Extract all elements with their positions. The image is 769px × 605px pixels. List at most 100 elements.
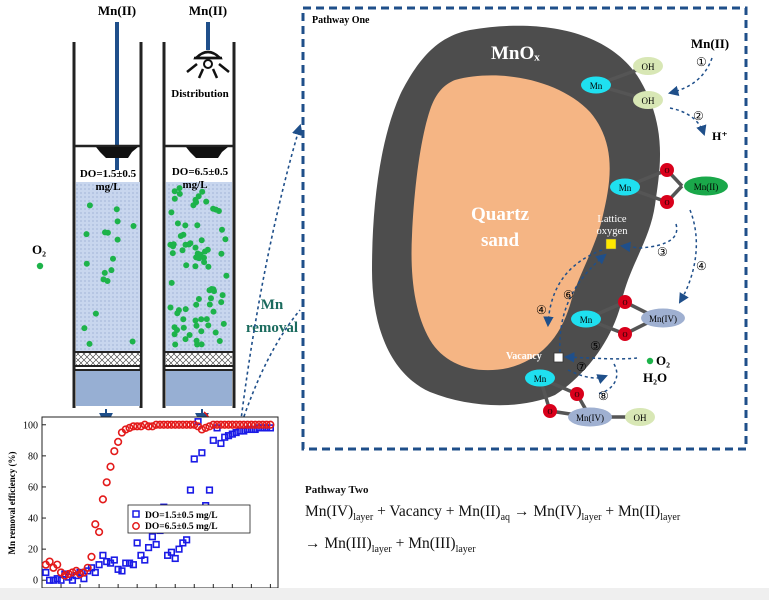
o2-bubble bbox=[108, 267, 115, 274]
o2-bubble bbox=[168, 209, 175, 216]
data-point bbox=[224, 432, 233, 440]
data-point bbox=[152, 420, 161, 429]
eq2-sub-2: layer bbox=[455, 544, 476, 556]
o2-bubble bbox=[92, 310, 99, 317]
o2-bubble bbox=[174, 310, 181, 317]
o2-bubble bbox=[195, 296, 202, 302]
o2-bubble bbox=[194, 222, 201, 229]
o2-bubble bbox=[174, 220, 181, 227]
y-tick-label: 0 bbox=[33, 576, 38, 587]
pathway-two-equation-line-1: Mn(IV)layer + Vacancy + Mn(II)aq → Mn(IV… bbox=[305, 499, 765, 531]
data-point bbox=[198, 449, 206, 457]
oh-group-1-label: OH bbox=[642, 62, 655, 72]
o2-bubble bbox=[194, 341, 201, 348]
o2-bubble bbox=[177, 233, 184, 239]
distribution-lamp-icon bbox=[186, 50, 230, 79]
data-point bbox=[68, 568, 77, 577]
step-8: ⑧ bbox=[598, 389, 609, 403]
o2-bubble bbox=[182, 222, 189, 229]
o2-pathway-label: O₂ bbox=[656, 353, 670, 368]
pathway-two-section: Pathway Two Mn(IV)layer + Vacancy + Mn(I… bbox=[305, 484, 765, 563]
eq2-term-1: → Mn(III) bbox=[305, 535, 372, 553]
o2-bubble bbox=[192, 317, 199, 324]
data-point bbox=[133, 539, 141, 547]
oh-group-2 bbox=[633, 91, 663, 109]
oh-group-3 bbox=[625, 408, 655, 426]
o2-bubble bbox=[205, 263, 212, 270]
o2-legend-label: O₂ bbox=[32, 242, 46, 257]
o2-bubble bbox=[220, 320, 227, 327]
o2-bubble bbox=[196, 255, 203, 262]
data-point bbox=[171, 554, 179, 563]
step-2: ② bbox=[693, 109, 704, 123]
data-point bbox=[57, 576, 65, 584]
o2-bubble bbox=[83, 231, 90, 238]
eq1-term-2: + Vacancy + Mn(II) bbox=[373, 503, 501, 520]
data-point bbox=[205, 422, 214, 431]
data-point bbox=[60, 571, 69, 580]
step-1: ① bbox=[696, 55, 707, 69]
data-point bbox=[140, 420, 149, 429]
quartz-label-2: sand bbox=[481, 230, 519, 251]
step-4: ④ bbox=[696, 259, 707, 273]
y-tick-label: 100 bbox=[23, 420, 38, 431]
lattice-oxygen-marker bbox=[605, 238, 617, 250]
data-point bbox=[129, 561, 137, 569]
o2-bubble bbox=[113, 206, 120, 213]
mn4-formed-2-label: Mn(IV) bbox=[576, 413, 604, 423]
data-point bbox=[183, 536, 191, 544]
data-point bbox=[205, 486, 214, 494]
o2-bubble bbox=[102, 229, 108, 236]
left-inlet-label: Mn(II) bbox=[98, 3, 136, 18]
data-point bbox=[87, 564, 96, 572]
data-point bbox=[232, 420, 241, 429]
mn-atom-lower bbox=[571, 310, 601, 328]
o2-bubble bbox=[192, 263, 199, 270]
chart-legend: DO=1.5±0.5 mg/L DO=6.5±0.5 mg/L bbox=[127, 504, 251, 534]
o2-dot-pathway bbox=[646, 357, 654, 365]
quartz-sand-core bbox=[411, 75, 610, 371]
data-point bbox=[221, 433, 229, 441]
right-nozzle bbox=[186, 147, 228, 158]
data-point bbox=[251, 425, 259, 434]
o2-bubble bbox=[86, 202, 93, 209]
data-point bbox=[87, 552, 96, 562]
o2-bubble bbox=[222, 236, 229, 243]
o2-bubble bbox=[180, 316, 187, 323]
o-atom-1-label: O bbox=[664, 167, 669, 175]
o2-bubble bbox=[193, 322, 200, 329]
pathway-mn2-label: Mn(II) bbox=[691, 36, 729, 51]
o2-legend-dot bbox=[36, 262, 44, 270]
left-do-label-1: DO=1.5±0.5 bbox=[80, 168, 137, 180]
o2-bubble bbox=[172, 341, 179, 348]
o-atom-2 bbox=[660, 195, 674, 209]
mn-atom-lower-label: Mn bbox=[580, 315, 593, 325]
data-point bbox=[133, 422, 142, 431]
o2-bubble bbox=[170, 243, 176, 250]
bottom-strip bbox=[0, 588, 769, 600]
y-tick-label: 60 bbox=[28, 482, 38, 493]
chart-legend-box bbox=[127, 504, 251, 534]
data-point bbox=[110, 447, 119, 456]
right-outlet-chamber bbox=[166, 371, 232, 406]
left-o2-bubbles bbox=[81, 202, 137, 347]
o2-bubble bbox=[190, 202, 197, 209]
data-point bbox=[94, 527, 104, 537]
o2-bubble bbox=[179, 247, 186, 254]
data-point bbox=[118, 567, 126, 575]
eq1-sub-2: aq bbox=[500, 512, 511, 524]
o2-bubble bbox=[169, 250, 176, 257]
eq2-term-2: + Mn(III) bbox=[391, 535, 456, 553]
o-atom-3-label: O bbox=[622, 299, 627, 307]
o-atom-6 bbox=[543, 404, 557, 418]
data-point bbox=[125, 559, 134, 567]
data-point bbox=[167, 420, 176, 429]
o-atom-3 bbox=[618, 295, 632, 309]
data-point bbox=[201, 423, 210, 432]
data-point bbox=[137, 551, 145, 559]
mn-atom-top bbox=[581, 76, 611, 94]
pathway-two-title: Pathway Two bbox=[305, 484, 369, 496]
eq1-term-3: → Mn(IV) bbox=[510, 503, 582, 520]
vacancy-label: Vacancy bbox=[506, 351, 542, 362]
